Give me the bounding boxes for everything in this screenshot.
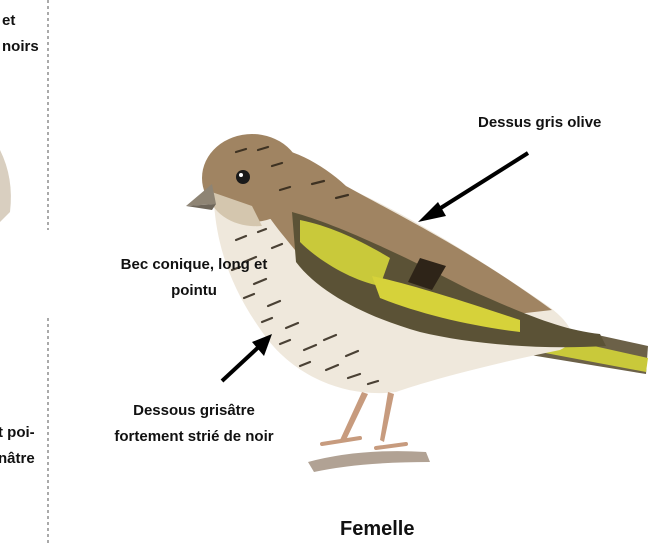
back-label: Dessus gris olive [478, 110, 601, 136]
underside-label-line-1: Dessous grisâtre [88, 398, 300, 424]
perch [308, 451, 430, 472]
left-bottom-line-2: nâtre [0, 446, 35, 472]
left-top-line-2: noirs [2, 34, 39, 60]
underside-label-line-2: fortement strié de noir [88, 424, 300, 450]
left-top-label: et noirs [2, 8, 39, 61]
left-bottom-line-1: t poi- [0, 420, 35, 446]
beak-label-line-2: pointu [85, 278, 303, 304]
beak-label-line-1: Bec conique, long et [85, 252, 303, 278]
caption: Femelle [340, 516, 414, 542]
back-arrow [428, 153, 528, 216]
adjacent-bird-fragment [0, 150, 11, 222]
beak-label: Bec conique, long et pointu [85, 252, 303, 305]
left-top-line-1: et [2, 8, 39, 34]
left-bottom-label: t poi- nâtre [0, 420, 35, 473]
underside-label: Dessous grisâtre fortement strié de noir [88, 398, 300, 451]
